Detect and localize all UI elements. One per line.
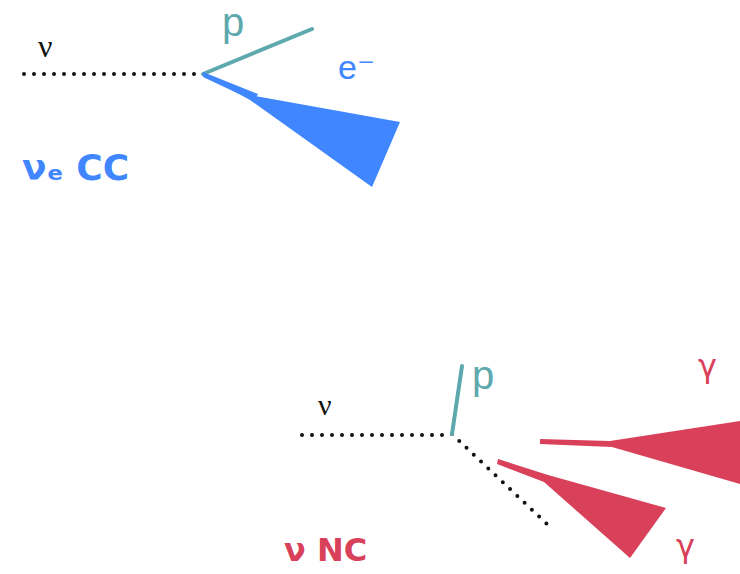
photon-label: γ: [698, 350, 717, 382]
electron-label: e⁻: [338, 50, 375, 84]
proton-track: [203, 29, 312, 74]
proton-label: p: [222, 2, 244, 42]
photon-shower: [497, 459, 666, 558]
neutrino-label: ν: [318, 390, 332, 420]
photon-label: γ: [676, 530, 695, 562]
interaction-title: νₑ CC: [22, 150, 129, 186]
electron-shower: [203, 74, 400, 187]
photon-shower: [540, 421, 740, 484]
neutrino-track: [24, 72, 198, 76]
electron-track: [203, 72, 258, 101]
neutrino-track: [302, 433, 446, 437]
proton-label: p: [472, 355, 494, 395]
outgoing-neutrino-track: [452, 434, 547, 524]
interaction-title: ν NC: [284, 534, 367, 566]
neutrino-label: ν: [38, 30, 52, 62]
proton-track: [452, 366, 462, 434]
